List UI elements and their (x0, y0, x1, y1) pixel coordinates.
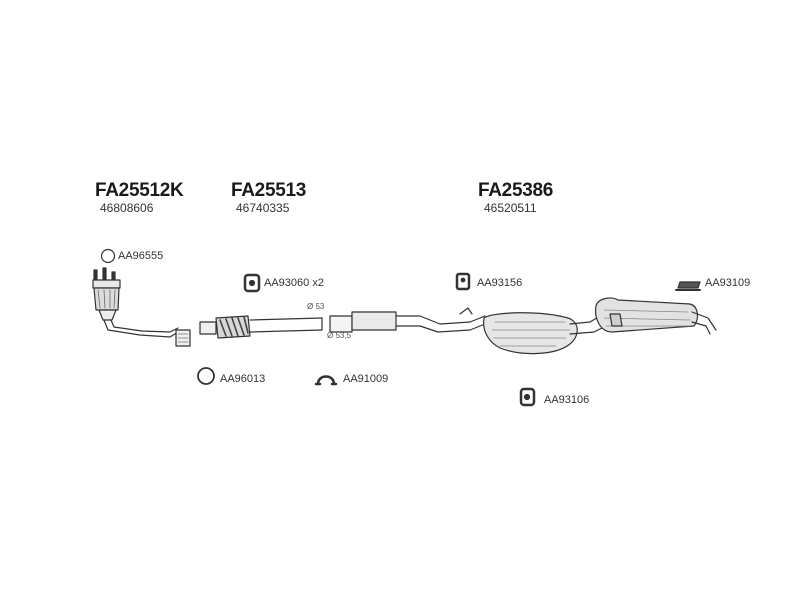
accessory-label: AA93060 x2 (264, 277, 324, 289)
sealing-ring-icon (197, 367, 215, 385)
catalytic-converter (92, 267, 191, 347)
hanger-bracket-icon (675, 281, 701, 291)
rubber-mount-icon (243, 273, 261, 293)
accessory-label: AA91009 (343, 373, 389, 385)
hanger-block-icon (455, 272, 471, 291)
clamp-icon (314, 375, 338, 386)
part-number-heading: FA25513 (231, 180, 307, 201)
accessory-label: AA96555 (118, 250, 164, 262)
part-number-heading: FA25512K (95, 180, 184, 201)
accessory-label: AA93106 (544, 394, 590, 406)
oe-number: 46520511 (484, 201, 537, 215)
middle-pipe (329, 307, 486, 333)
part-number-heading: FA25386 (478, 180, 554, 201)
accessory-label: AA96013 (220, 373, 266, 385)
diameter-label: Ø 53 (307, 302, 325, 311)
diameter-label: Ø 53,5 (327, 331, 352, 340)
oe-number: 46740335 (236, 201, 290, 215)
accessory-label: AA93156 (477, 277, 523, 289)
oe-number: 46808606 (100, 201, 154, 215)
ring-gasket-icon (100, 248, 116, 264)
rubber-ring-icon (519, 387, 536, 407)
center-muffler (483, 312, 607, 355)
rear-muffler (595, 297, 717, 335)
front-pipe (199, 315, 323, 339)
accessory-label: AA93109 (705, 277, 751, 289)
